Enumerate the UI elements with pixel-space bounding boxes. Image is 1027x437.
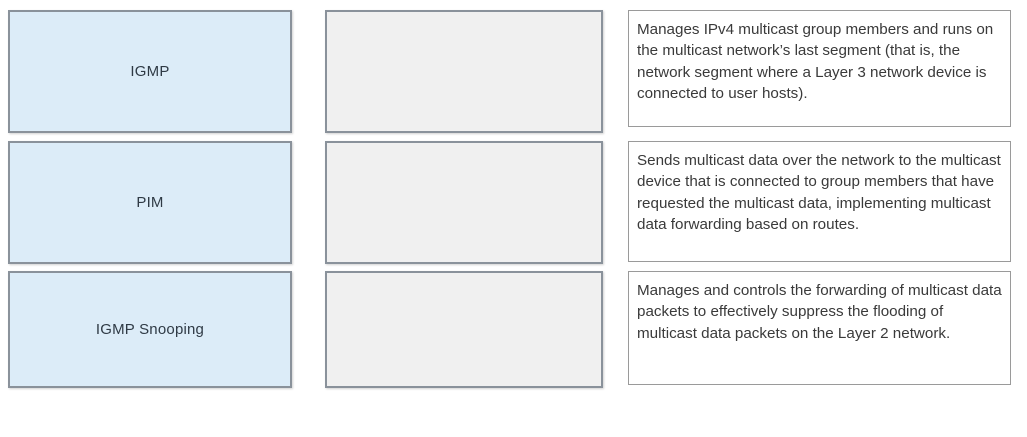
matching-row-2: PIM Sends multicast data over the networ… <box>0 141 1027 264</box>
description-text: Manages IPv4 multicast group members and… <box>637 21 994 102</box>
protocol-tile-igmp[interactable]: IGMP <box>8 10 292 133</box>
answer-dropzone-2[interactable] <box>325 141 603 264</box>
description-text: Manages and controls the forwarding of m… <box>637 282 1002 342</box>
answer-dropzone-1[interactable] <box>325 10 603 133</box>
description-text: Sends multicast data over the network to… <box>637 152 1001 233</box>
answer-dropzone-3[interactable] <box>325 271 603 388</box>
matching-row-3: IGMP Snooping Manages and controls the f… <box>0 271 1027 388</box>
protocol-tile-igmp-snooping[interactable]: IGMP Snooping <box>8 271 292 388</box>
protocol-tile-label: IGMP Snooping <box>95 321 205 338</box>
description-panel-3: Manages and controls the forwarding of m… <box>628 271 1011 385</box>
protocol-tile-label: PIM <box>136 194 164 211</box>
matching-row-1: IGMP Manages IPv4 multicast group member… <box>0 10 1027 133</box>
description-panel-1: Manages IPv4 multicast group members and… <box>628 10 1011 127</box>
protocol-tile-label: IGMP <box>130 63 170 80</box>
description-panel-2: Sends multicast data over the network to… <box>628 141 1011 262</box>
protocol-tile-pim[interactable]: PIM <box>8 141 292 264</box>
